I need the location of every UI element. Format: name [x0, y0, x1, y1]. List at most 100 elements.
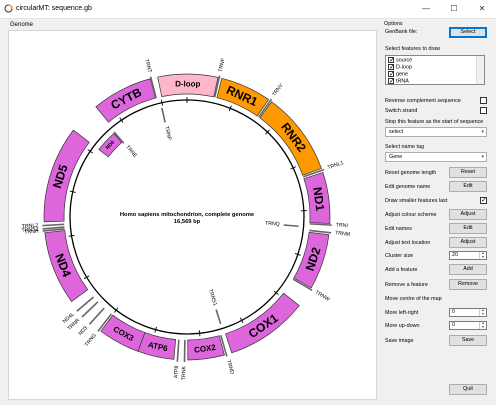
scale-tick	[294, 253, 301, 256]
left-right-stepper[interactable]: 0▲▼	[449, 308, 487, 317]
scale-tick	[119, 117, 124, 123]
trna-label: TRNH	[24, 228, 39, 235]
close-button[interactable]: ✕	[478, 4, 486, 13]
draw-smaller-checkbox[interactable]	[480, 196, 487, 205]
scale-tick	[239, 317, 244, 324]
feature-label: D-loop	[175, 79, 200, 88]
trna-label: TRNG	[84, 333, 98, 348]
switch-strand-label: Switch strand	[385, 108, 418, 114]
feature-nd4[interactable]	[44, 230, 89, 302]
genome-length: 16,569 bp	[174, 219, 201, 225]
feature-cox3[interactable]	[100, 314, 146, 352]
trna-mark	[113, 131, 125, 144]
feature-label: ND6	[105, 139, 116, 151]
trna-mark	[88, 307, 105, 325]
trna-label: TRNT	[143, 59, 152, 75]
name-tag-label: Select name tag	[385, 144, 424, 150]
scale-tick	[160, 99, 164, 106]
features-title: Select features to draw	[385, 46, 441, 52]
feature-listbox[interactable]: source D-loop gene tRNA	[385, 55, 485, 86]
adjust-colour-button[interactable]: Adjust	[449, 209, 487, 220]
feature-nd1[interactable]	[303, 172, 331, 224]
scale-tick	[68, 234, 75, 237]
draw-smaller-label: Draw smaller features last	[385, 198, 448, 204]
trna-mark	[81, 301, 99, 318]
title-bar: circularMT: sequence.gb — ☐ ✕	[0, 0, 496, 19]
start-feature-select[interactable]: select▾	[385, 127, 487, 137]
maximize-button[interactable]: ☐	[450, 4, 458, 13]
spin-arrows-icon[interactable]: ▲▼	[479, 251, 486, 259]
genome-description: Homo sapiens mitochondrion, complete gen…	[120, 212, 255, 218]
trna-mark	[215, 309, 222, 325]
feature-cox1[interactable]	[225, 292, 300, 354]
up-down-stepper[interactable]: 0▲▼	[449, 321, 487, 330]
options-title: Options	[384, 21, 403, 27]
trna-mark	[302, 168, 325, 178]
select-file-button[interactable]: Select	[449, 27, 487, 38]
feature-cox2[interactable]	[187, 335, 225, 361]
save-button[interactable]: Save	[449, 335, 487, 346]
scale-tick	[265, 129, 270, 135]
feature-d-loop[interactable]	[157, 73, 219, 98]
edit-names-button[interactable]: Edit	[449, 223, 487, 234]
edit-genome-name-button[interactable]: Edit	[449, 181, 487, 192]
feature-nd5[interactable]	[43, 129, 90, 223]
trna-mark	[42, 223, 65, 227]
trna-mark	[176, 339, 180, 362]
quit-button[interactable]: Quit	[449, 384, 487, 395]
minimize-button[interactable]: —	[422, 4, 430, 13]
trna-label: TRNK	[181, 365, 187, 380]
trna-mark	[149, 76, 157, 99]
reset-length-label: Reset genome length	[385, 170, 437, 176]
trna-label: TRNM	[335, 230, 351, 238]
trna-label: TRNP	[163, 126, 172, 142]
trna-label: TRNF	[218, 58, 227, 73]
trna-label: TRNV	[271, 82, 284, 97]
window-title: circularMT: sequence.gb	[16, 5, 92, 12]
reset-button[interactable]: Reset	[449, 167, 487, 178]
scale-tick	[113, 307, 119, 313]
genome-group-label: Genome	[10, 22, 34, 28]
more-up-down-label: More up-down	[385, 323, 420, 329]
trna-mark	[220, 335, 228, 357]
reverse-complement-checkbox[interactable]	[480, 97, 487, 104]
trna-label: TRNL1	[327, 160, 345, 171]
add-feature-button[interactable]: Add	[449, 264, 487, 275]
adjust-colour-label: Adjust colour scheme	[385, 212, 437, 218]
more-left-right-label: More left-right	[385, 310, 419, 316]
switch-strand-checkbox[interactable]	[480, 107, 487, 114]
start-feature-label: Stop this feature as the start of sequen…	[385, 119, 484, 125]
cluster-size-label: Cluster size	[385, 253, 414, 259]
trna-mark	[258, 98, 273, 118]
scale-tick	[273, 290, 279, 296]
move-centre-label: Move centre of the map	[385, 296, 442, 302]
edit-names-label: Edit names	[385, 226, 412, 232]
cluster-size-stepper[interactable]: 20▲▼	[449, 251, 487, 260]
chevron-down-icon: ▾	[481, 129, 484, 135]
scale-tick	[154, 326, 157, 333]
trna-mark	[97, 313, 113, 332]
adjust-text-button[interactable]: Adjust	[449, 237, 487, 248]
spin-arrows-icon[interactable]: ▲▼	[479, 321, 486, 329]
list-item[interactable]: tRNA	[388, 77, 409, 86]
feature-nd2[interactable]	[293, 231, 330, 289]
name-tag-select[interactable]: Gene▾	[385, 152, 487, 162]
feature-rnr2[interactable]	[259, 101, 322, 176]
listbox-scrollbar[interactable]	[476, 56, 484, 84]
trna-label: TRNE	[124, 144, 138, 159]
chevron-down-icon: ▾	[481, 154, 484, 160]
scale-tick	[83, 275, 90, 280]
remove-feature-button[interactable]: Remove	[449, 279, 487, 290]
feature-rnr1[interactable]	[216, 77, 270, 117]
trna-label: TRNL2	[22, 223, 39, 230]
trna-mark	[160, 107, 166, 123]
scale-tick	[198, 330, 201, 337]
spin-arrows-icon[interactable]: ▲▼	[479, 308, 486, 316]
feature-checkbox[interactable]	[388, 77, 395, 86]
feature-nd6[interactable]	[98, 132, 123, 158]
trna-label: TRNS2	[21, 226, 39, 233]
trna-label: ND3	[78, 325, 89, 337]
trna-mark	[76, 296, 95, 312]
